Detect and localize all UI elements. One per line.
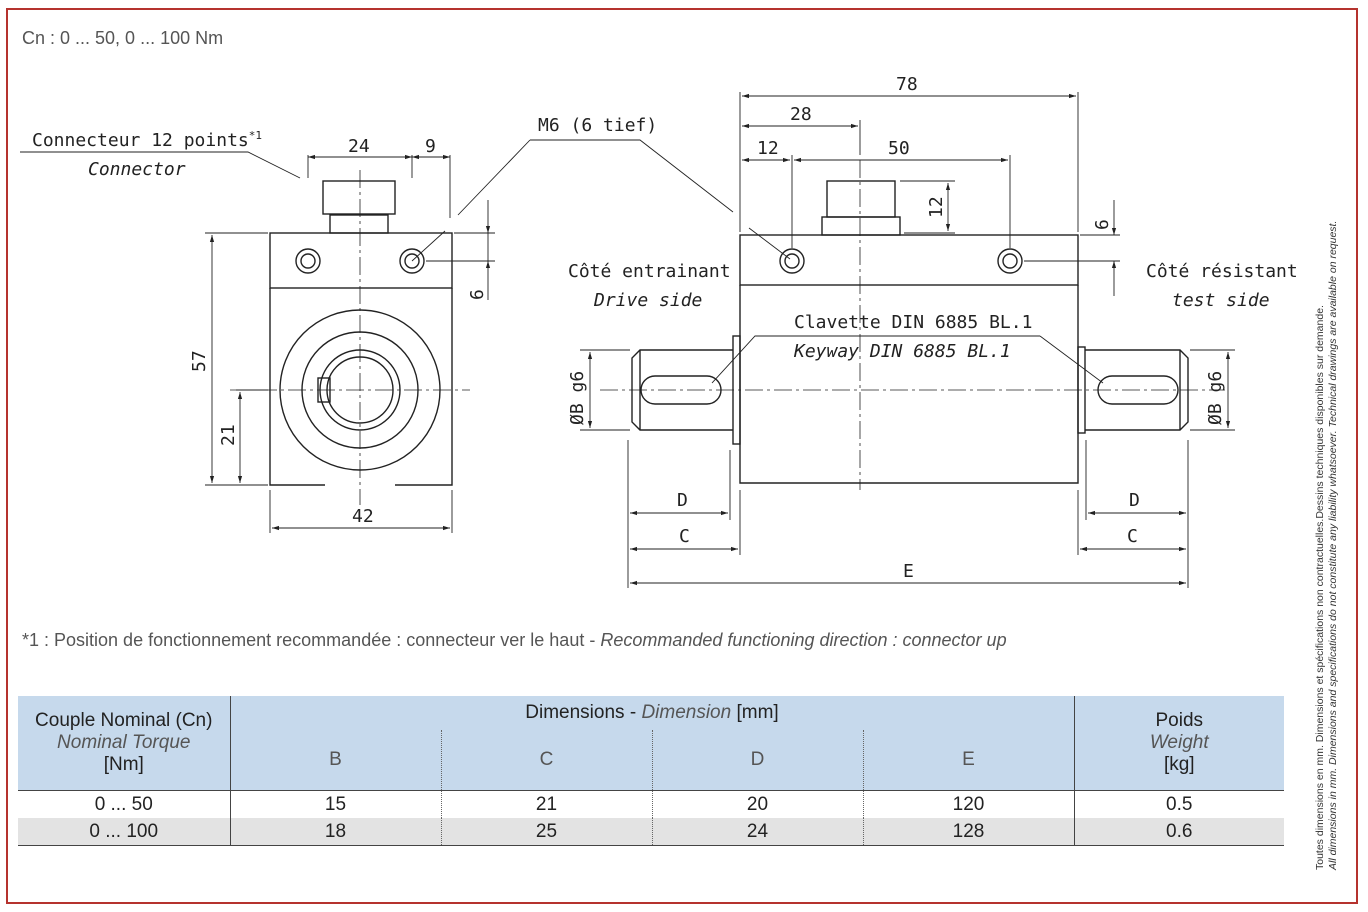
dim-50: 50 bbox=[888, 138, 910, 159]
test-side-label: Côté résistant bbox=[1146, 261, 1298, 282]
dimensions-header: Dimensions - Dimension [mm] bbox=[230, 696, 1074, 730]
torque-range-title: Cn : 0 ... 50, 0 ... 100 Nm bbox=[22, 28, 224, 48]
dim-6: 6 bbox=[467, 289, 488, 300]
dim-9: 9 bbox=[425, 136, 436, 157]
connector-footnote-mark: *1 bbox=[249, 129, 262, 142]
dim-d-left: D bbox=[677, 490, 688, 511]
svg-text:Connecteur 12 points*1: Connecteur 12 points*1 bbox=[32, 129, 262, 151]
torque-header: Couple Nominal (Cn) Nominal Torque [Nm] bbox=[18, 696, 231, 791]
keyway-label-en: Keyway DIN 6885 BL.1 bbox=[793, 341, 1011, 362]
dim-c-right: C bbox=[1127, 526, 1138, 547]
col-d-header: D bbox=[652, 730, 864, 791]
dim-57: 57 bbox=[189, 350, 210, 372]
dim-12-vertical: 12 bbox=[926, 196, 947, 218]
keyway-label: Clavette DIN 6885 BL.1 bbox=[794, 312, 1032, 333]
dim-e: E bbox=[903, 561, 914, 582]
drive-side-label: Côté entrainant bbox=[568, 261, 731, 282]
table-row: 0 ... 50 15 21 20 120 0.5 bbox=[18, 790, 1284, 818]
table-row: 0 ... 100 18 25 24 128 0.6 bbox=[18, 818, 1284, 846]
page-frame bbox=[6, 8, 1358, 904]
side-view bbox=[600, 160, 1225, 490]
dimensions-table: Couple Nominal (Cn) Nominal Torque [Nm] … bbox=[18, 696, 1284, 846]
col-e-header: E bbox=[863, 730, 1074, 791]
front-view bbox=[230, 170, 470, 505]
dim-6-right: 6 bbox=[1092, 219, 1113, 230]
dim-78: 78 bbox=[896, 74, 918, 95]
disclaimer: Toutes dimensions en mm. Dimensions et s… bbox=[1314, 150, 1354, 870]
disclaimer-fr: Toutes dimensions en mm. Dimensions et s… bbox=[1314, 305, 1326, 870]
disclaimer-en: All dimensions in mm. Dimensions and spe… bbox=[1327, 220, 1339, 870]
footnote-fr: *1 : Position de fonctionnement recomman… bbox=[22, 630, 601, 650]
footnote: *1 : Position de fonctionnement recomman… bbox=[22, 630, 1007, 651]
thread-label: M6 (6 tief) bbox=[538, 115, 657, 136]
dim-c-left: C bbox=[679, 526, 690, 547]
dim-24: 24 bbox=[348, 136, 370, 157]
dim-21: 21 bbox=[218, 424, 239, 446]
dim-b-left: ØB g6 bbox=[567, 371, 588, 425]
weight-header: Poids Weight [kg] bbox=[1073, 696, 1284, 791]
drive-side-label-en: Drive side bbox=[593, 290, 702, 311]
dim-12: 12 bbox=[757, 138, 779, 159]
dim-42: 42 bbox=[352, 506, 374, 527]
footnote-en: Recommanded functioning direction : conn… bbox=[600, 630, 1007, 650]
dim-28: 28 bbox=[790, 104, 812, 125]
dim-b-right: ØB g6 bbox=[1205, 371, 1226, 425]
col-c-header: C bbox=[441, 730, 653, 791]
connector-label: Connecteur 12 points bbox=[32, 130, 249, 151]
connector-label-en: Connector bbox=[88, 159, 186, 180]
dim-d-right: D bbox=[1129, 490, 1140, 511]
test-side-label-en: test side bbox=[1172, 290, 1270, 311]
col-b-header: B bbox=[230, 730, 442, 791]
